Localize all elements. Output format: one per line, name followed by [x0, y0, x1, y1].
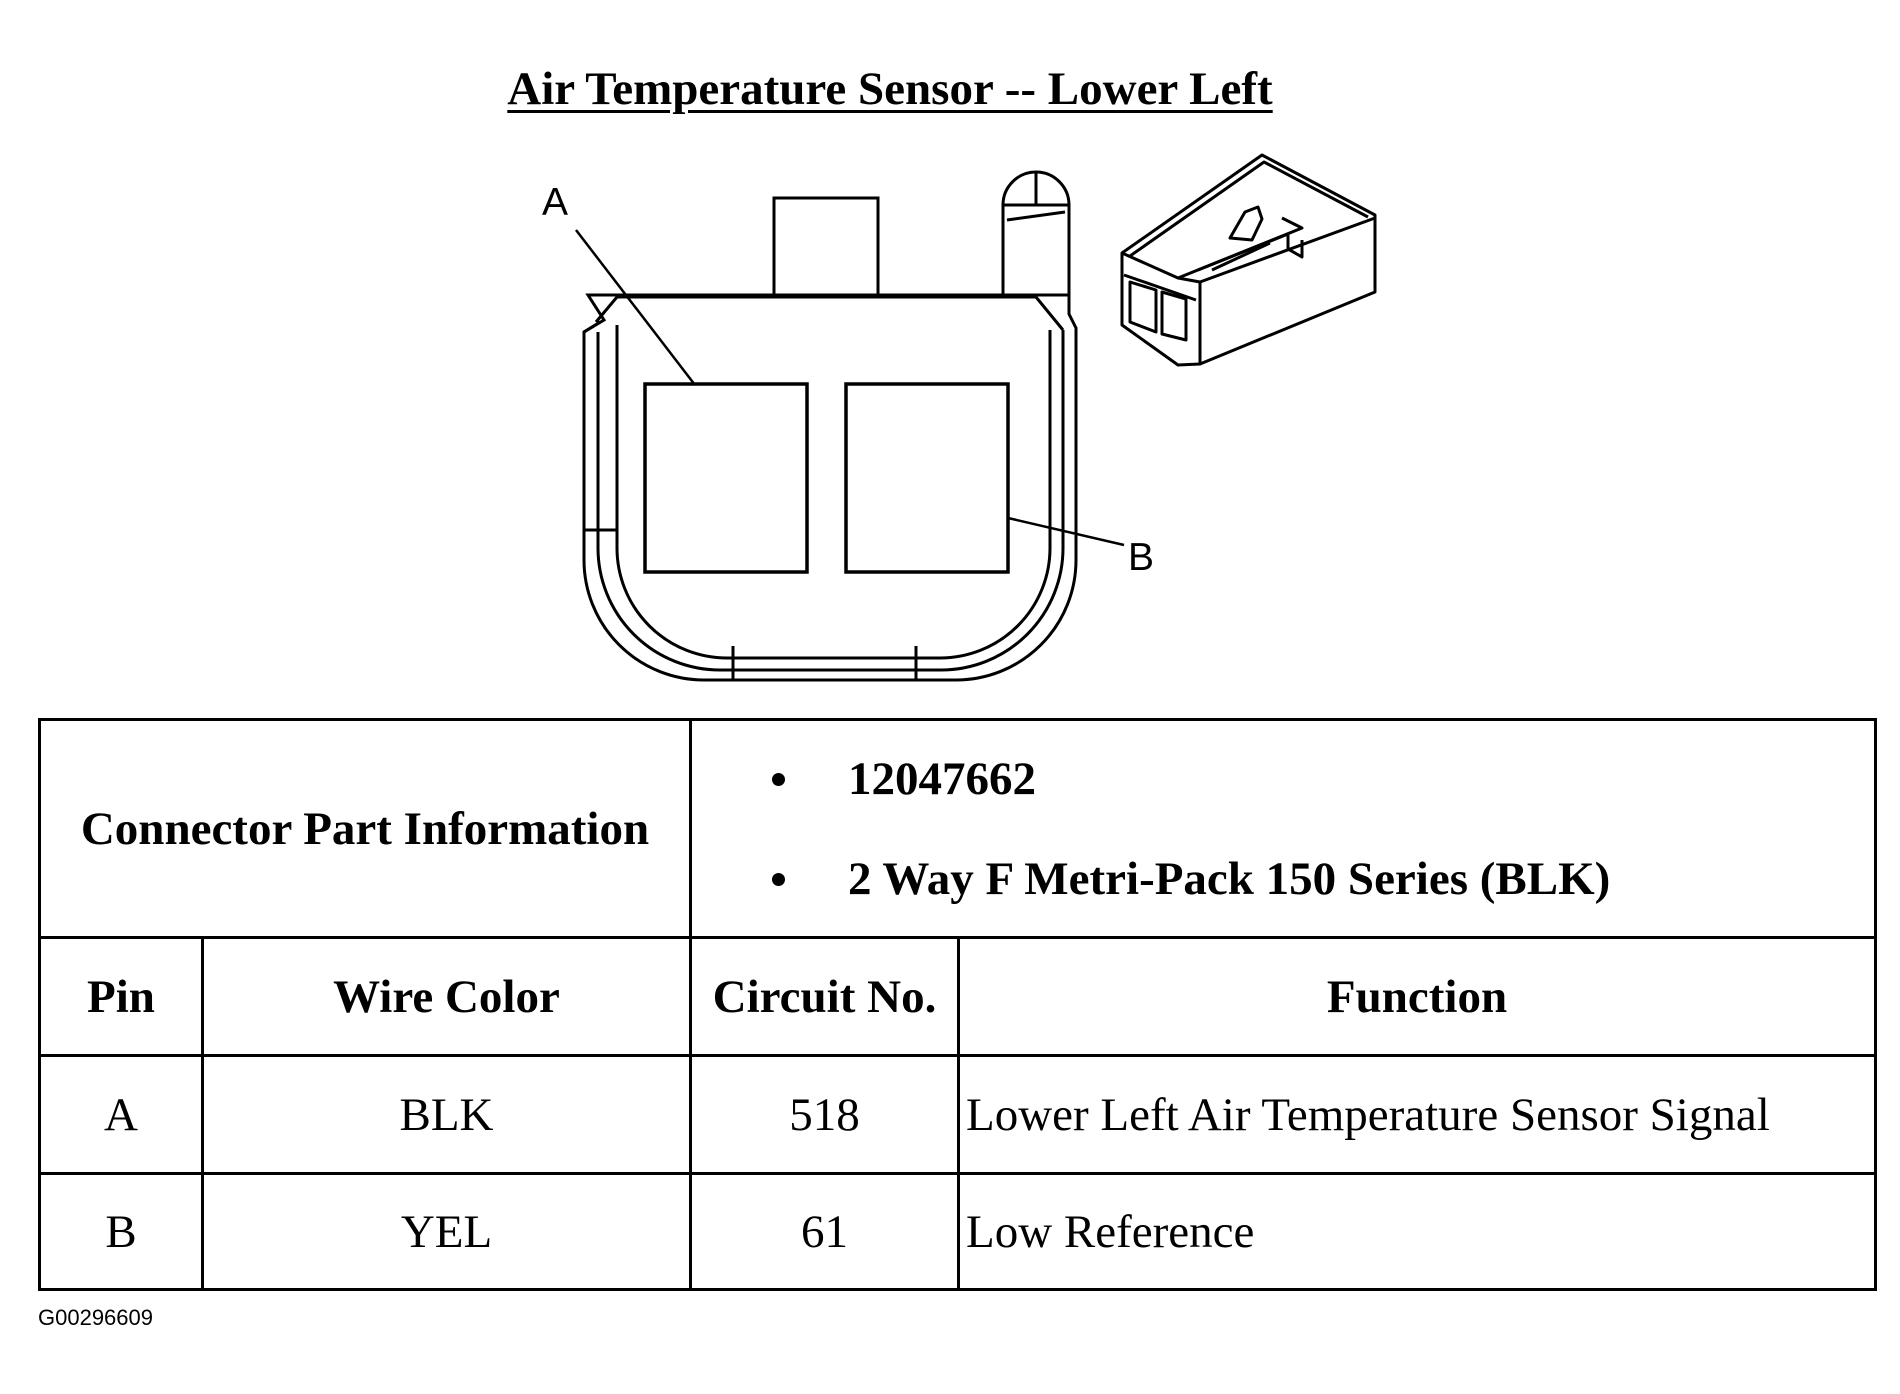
table-header-row: Pin Wire Color Circuit No. Function	[38, 936, 1877, 1057]
callout-b-label: B	[1128, 536, 1154, 579]
page-title: Air Temperature Sensor -- Lower Left	[507, 63, 1273, 115]
table-row: A BLK 518 Lower Left Air Temperature Sen…	[38, 1054, 1877, 1175]
connector-part-list: 12047662 2 Way F Metri-Pack 150 Series (…	[692, 729, 1874, 929]
list-item: 12047662	[692, 729, 1874, 829]
figure-id: G00296609	[38, 1305, 153, 1330]
part-description: 2 Way F Metri-Pack 150 Series (BLK)	[848, 852, 1611, 905]
wire-color-cell: YEL	[201, 1172, 692, 1291]
connector-diagram: A B	[542, 153, 1377, 682]
connector-face-view-icon	[582, 170, 1078, 682]
pin-cell: A	[38, 1054, 204, 1175]
table-row: B YEL 61 Low Reference	[38, 1172, 1877, 1291]
header-function: Function	[957, 936, 1877, 1057]
connector-info-table: Connector Part Information 12047662 2 Wa…	[38, 718, 1877, 1291]
part-number: 12047662	[848, 752, 1036, 805]
connector-part-details: 12047662 2 Way F Metri-Pack 150 Series (…	[689, 718, 1877, 939]
function-cell: Low Reference	[957, 1172, 1877, 1291]
circuit-cell: 61	[689, 1172, 960, 1291]
header-circuit-no: Circuit No.	[689, 936, 960, 1057]
function-cell: Lower Left Air Temperature Sensor Signal	[957, 1054, 1877, 1175]
callout-leaders	[575, 229, 1125, 547]
connector-part-row: Connector Part Information 12047662 2 Wa…	[38, 718, 1877, 939]
wire-color-cell: BLK	[201, 1054, 692, 1175]
callout-b-leader	[1007, 516, 1125, 547]
pin-cell: B	[38, 1172, 204, 1291]
header-pin: Pin	[38, 936, 204, 1057]
connector-part-label: Connector Part Information	[38, 718, 692, 939]
bullet-icon	[772, 772, 785, 786]
callout-a-label: A	[542, 181, 568, 224]
list-item: 2 Way F Metri-Pack 150 Series (BLK)	[692, 829, 1874, 929]
callout-a-leader	[575, 229, 696, 386]
circuit-cell: 518	[689, 1054, 960, 1175]
header-wire-color: Wire Color	[201, 936, 692, 1057]
connector-3d-view-icon	[1120, 153, 1377, 367]
bullet-icon	[772, 872, 785, 886]
